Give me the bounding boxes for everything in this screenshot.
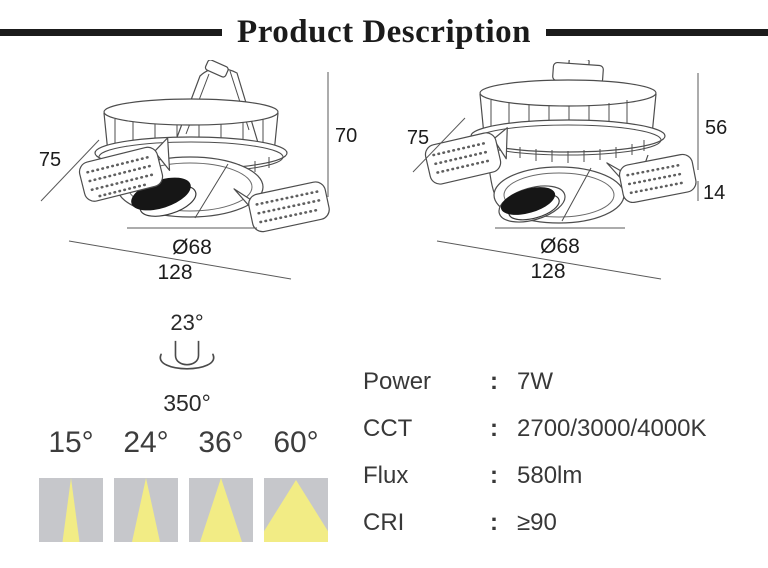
spec-value: 580lm: [517, 461, 583, 489]
spec-row-cct: CCT : 2700/3000/4000K: [363, 405, 707, 452]
lens: [498, 185, 566, 223]
tilt-angle-label: 23°: [170, 310, 204, 335]
beam-option: 36°: [189, 426, 253, 542]
beam-cone-diagram: [39, 478, 103, 542]
title-rule-left: [0, 28, 223, 36]
mounting-wing-left: [78, 137, 171, 202]
dim-height: 70: [335, 125, 357, 147]
beam-angle-label: 24°: [123, 426, 169, 459]
spec-label: CRI: [363, 508, 405, 536]
spec-label: Power: [363, 367, 432, 395]
tilt-rotation-diagram: 23° 350°: [139, 309, 235, 417]
mounting-wing-right: [233, 181, 330, 233]
fixture-body: [424, 60, 697, 224]
beam-option: 15°: [39, 426, 103, 542]
spec-value: 2700/3000/4000K: [517, 414, 707, 442]
mounting-wing-left: [424, 127, 508, 185]
spec-label: Flux: [363, 461, 409, 489]
dim-wing-width: 75: [39, 149, 61, 171]
beam-angle-label: 60°: [273, 426, 319, 459]
fixture-body: [78, 60, 330, 233]
beam-cone-diagram: [264, 478, 328, 542]
dimension-lines: [40, 72, 329, 280]
title-rule-right: [545, 28, 768, 36]
rotation-angle-label: 350°: [163, 390, 211, 416]
spec-separator: :: [490, 367, 498, 395]
dim-diameter: Ø68: [172, 236, 212, 259]
spec-label: CCT: [363, 414, 413, 442]
beam-angle-label: 36°: [198, 426, 244, 459]
spec-separator: :: [490, 508, 498, 536]
header: Product Description: [0, 10, 768, 54]
page-title: Product Description: [237, 14, 531, 50]
spec-row-cri: CRI : ≥90: [363, 499, 707, 546]
beam-cone-diagram: [189, 478, 253, 542]
dim-height-body: 56: [705, 117, 727, 139]
beam-angle-label: 15°: [48, 426, 94, 459]
dim-height-collar: 14: [703, 182, 725, 204]
dimension-lines: [412, 73, 699, 280]
dim-overall: 128: [157, 261, 192, 284]
tilt-rotation-icon: [159, 340, 215, 370]
dim-wing-width: 75: [407, 127, 429, 149]
spec-separator: :: [490, 461, 498, 489]
beam-angle-options: 15° 24° 36° 60°: [39, 426, 328, 542]
spec-list: Power : 7W CCT : 2700/3000/4000K Flux : …: [363, 358, 707, 546]
beam-option: 24°: [114, 426, 178, 542]
spec-separator: :: [490, 414, 498, 442]
beam-cone-diagram: [114, 478, 178, 542]
spec-value: 7W: [517, 367, 553, 395]
spec-row-flux: Flux : 580lm: [363, 452, 707, 499]
fixture-drawing-fixed: 75 56 14 Ø68 128: [407, 60, 727, 283]
dim-diameter: Ø68: [540, 235, 580, 258]
spec-row-power: Power : 7W: [363, 358, 707, 405]
fixture-drawing-tiltable: 75 70 Ø68 128: [39, 60, 357, 284]
dim-overall: 128: [530, 260, 565, 283]
mounting-wing-right: [606, 153, 697, 204]
spec-value: ≥90: [517, 508, 557, 536]
beam-option: 60°: [264, 426, 328, 542]
